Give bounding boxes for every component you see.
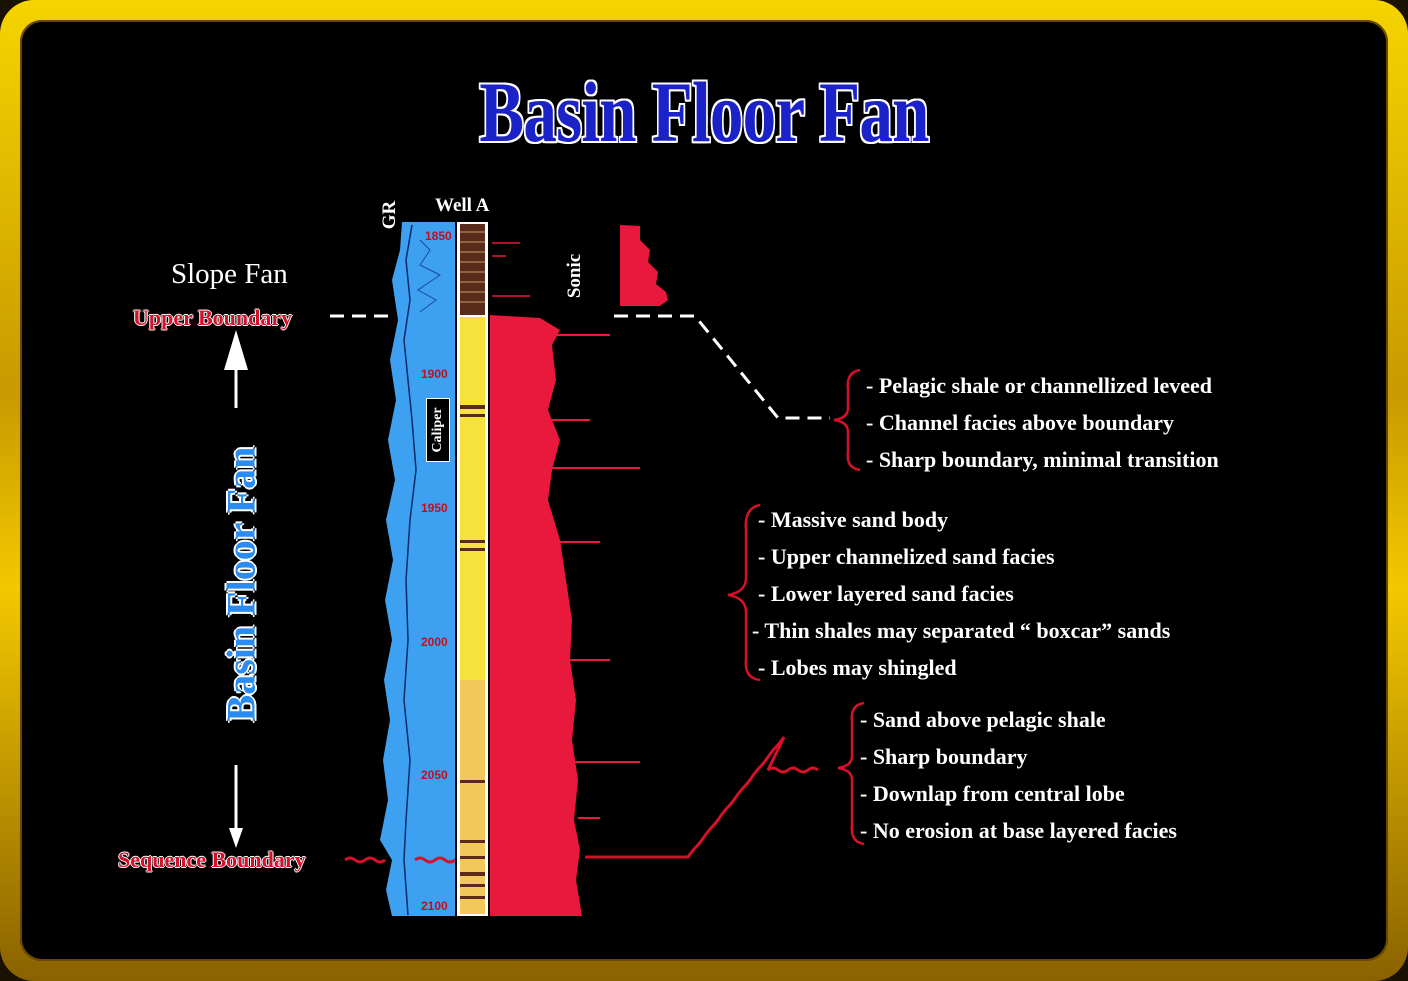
depth-tick: 1950	[421, 501, 448, 515]
upper-bullet-list: - Pelagic shale or channellized leveed -…	[866, 367, 1219, 478]
gr-label-text: GR	[379, 200, 400, 230]
down-arrow-head	[229, 828, 243, 848]
gr-log-fill	[380, 222, 455, 916]
bullet-item: - Pelagic shale or channellized leveed	[866, 373, 1213, 398]
upper-boundary-dash-right	[614, 314, 830, 420]
caliper-label-box: Caliper	[426, 398, 450, 462]
bullet-item: - Thin shales may separated “ boxcar” sa…	[752, 618, 1171, 643]
depth-tick: 2050	[421, 768, 448, 782]
shale-interval-top	[460, 224, 485, 315]
depth-tick: 1900	[421, 367, 448, 381]
depth-tick: 2000	[421, 635, 448, 649]
bullet-item: - Lobes may shingled	[758, 655, 957, 680]
shale-striping	[460, 231, 485, 303]
brace-upper	[833, 368, 861, 472]
bullet-item: - Sharp boundary	[860, 744, 1028, 769]
basin-floor-fan-vertical-text: Basin Floor Fan	[218, 446, 264, 722]
bullet-item: - Sand above pelagic shale	[860, 707, 1106, 732]
slope-fan-label: Slope Fan	[171, 258, 288, 290]
depth-tick: 2100	[421, 899, 448, 913]
up-arrow-head	[224, 330, 248, 370]
well-label: Well A	[435, 195, 490, 216]
sequence-boundary-wavy	[344, 736, 819, 864]
sonic-spikes	[540, 334, 640, 819]
bullet-item: - Channel facies above boundary	[866, 410, 1175, 435]
bullet-item: - Sharp boundary, minimal transition	[866, 447, 1219, 472]
bullet-item: - Massive sand body	[758, 507, 949, 532]
sand-lower-interval	[460, 680, 485, 914]
gr-log-trace	[403, 224, 417, 916]
brace-lower	[837, 701, 865, 846]
sonic-top-spikes	[492, 242, 530, 297]
upper-boundary-label: Upper Boundary	[133, 305, 293, 330]
sonic-top-curve	[620, 225, 668, 306]
caliper-label-text: Caliper	[430, 407, 445, 453]
gr-log-trace-2	[417, 239, 441, 313]
sonic-log-fill	[490, 315, 582, 916]
bullet-item: - No erosion at base layered facies	[860, 818, 1177, 843]
brace-middle	[727, 503, 761, 682]
slide-title: Basin Floor Fan	[479, 64, 929, 160]
sonic-label-text: Sonic	[564, 253, 585, 299]
depth-tick: 1850	[425, 229, 452, 243]
lower-bullet-list: - Sand above pelagic shale - Sharp bound…	[860, 701, 1177, 849]
thin-shale-beds	[460, 405, 485, 899]
middle-bullet-list: - Massive sand body - Upper channelized …	[752, 501, 1170, 686]
bullet-item: - Lower layered sand facies	[758, 581, 1014, 606]
bullet-item: - Upper channelized sand facies	[758, 544, 1055, 569]
sequence-boundary-label: Sequence Boundary	[118, 847, 306, 872]
bullet-item: - Downlap from central lobe	[860, 781, 1125, 806]
slide-background	[20, 20, 1388, 961]
